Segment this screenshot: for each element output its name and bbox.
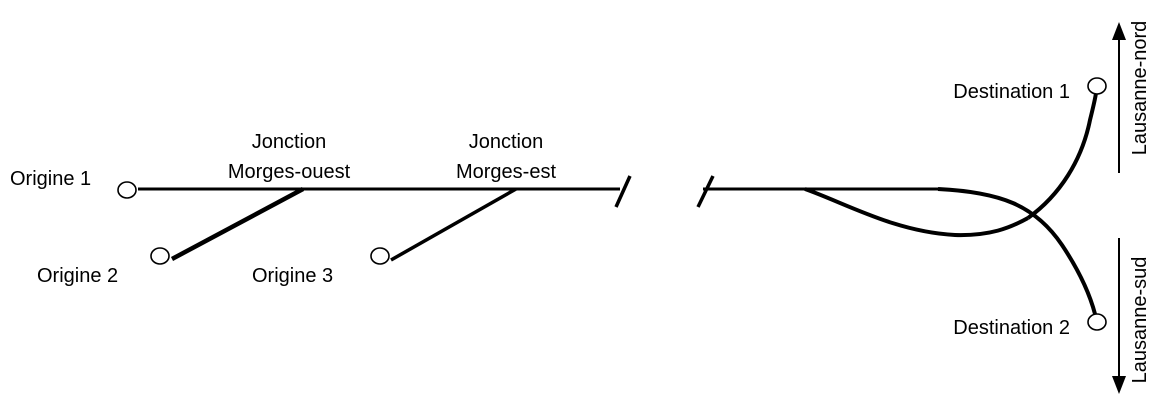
arrow-south-head-icon [1112,376,1126,394]
origin-2-node [150,247,170,265]
origin-2-label: Origine 2 [37,265,118,287]
destination-1-node [1087,77,1107,95]
junction-morges-est-label-line2: Morges-est [456,161,556,183]
destination-1-label: Destination 1 [953,81,1070,103]
origin-1-label: Origine 1 [10,168,91,190]
origin-3-label: Origine 3 [252,265,333,287]
break-mark-east [696,175,715,208]
curve-to-destination-2-upper [937,187,1097,315]
branch-line-origin-2 [170,187,305,261]
direction-north-label: Lausanne-nord [1129,21,1150,156]
junction-morges-est-label-line1: Jonction [469,131,544,153]
curve-to-destination-1 [1026,92,1098,220]
origin-3-node [370,247,390,265]
break-mark-west [614,175,632,208]
junction-morges-ouest-label-line1: Jonction [252,131,327,153]
destination-2-label: Destination 2 [953,317,1070,339]
direction-south-label: Lausanne-sud [1129,257,1150,384]
destination-2-node [1087,313,1107,331]
origin-1-node [117,181,137,199]
junction-morges-ouest-label-line2: Morges-ouest [228,161,351,183]
branch-line-origin-3 [390,187,517,262]
curve-dip [804,187,1029,238]
arrow-north-head-icon [1112,22,1126,40]
